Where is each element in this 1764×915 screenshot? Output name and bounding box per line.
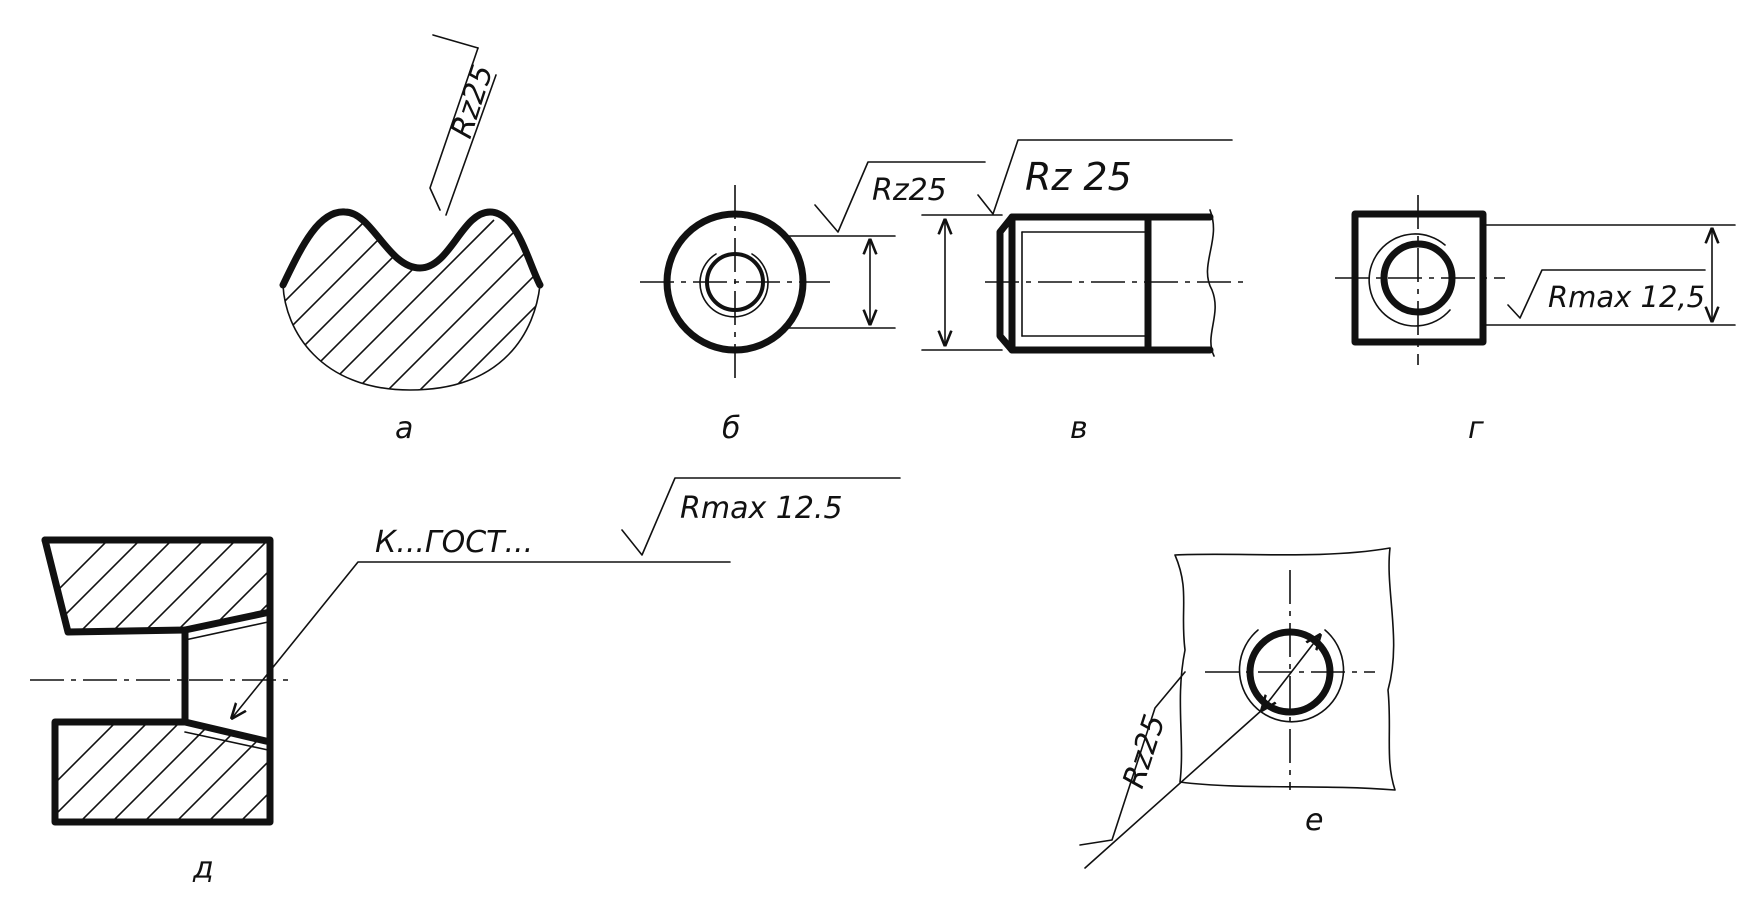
view-e-leader-line xyxy=(1084,709,1263,869)
view-g-thread-arc xyxy=(1368,233,1451,327)
view-v-roughness-label: Rz 25 xyxy=(1025,155,1132,199)
view-g-caption: г xyxy=(1468,411,1484,446)
view-v-roughness-sign xyxy=(977,139,1233,215)
view-a-roughness-sign xyxy=(429,47,479,211)
view-b-roughness-sign xyxy=(814,161,986,233)
view-b: Rz25 б xyxy=(640,161,986,446)
view-e-caption: е xyxy=(1305,803,1323,838)
view-g: Rmax 12,5 г xyxy=(1335,195,1736,446)
view-e-plate-outline xyxy=(1174,547,1396,791)
view-d: К...ГОСТ... Rmax 12.5 д xyxy=(30,477,901,886)
view-d-cone-bottom xyxy=(184,731,269,751)
view-b-thread-arc xyxy=(699,253,769,318)
view-d-roughness-sign xyxy=(621,477,901,556)
view-a: Rz25 а xyxy=(279,34,544,446)
view-e-thread-arc xyxy=(1238,629,1345,723)
view-a-section-outline xyxy=(282,284,541,391)
view-a-leader-line xyxy=(445,74,497,216)
view-a-tooth-profile xyxy=(279,208,544,289)
view-g-roughness-label: Rmax 12,5 xyxy=(1548,280,1705,314)
view-v-caption: в xyxy=(1070,411,1088,446)
view-d-leader-line xyxy=(232,561,731,718)
view-e-roughness-sign xyxy=(1079,671,1186,846)
view-v-body-outline xyxy=(996,213,1214,354)
view-a-roughness-bar xyxy=(432,34,479,49)
view-d-outline-b xyxy=(41,536,274,636)
view-g-roughness-sign xyxy=(1507,269,1706,319)
view-b-roughness-label: Rz25 xyxy=(872,173,947,208)
view-b-caption: б xyxy=(722,411,741,446)
view-d-cone-top xyxy=(184,621,269,641)
view-a-roughness-label: Rz25 xyxy=(444,61,500,143)
view-d-caption: д xyxy=(192,851,214,886)
view-e: Rz25 е xyxy=(1079,547,1396,869)
view-d-note: К...ГОСТ... xyxy=(375,525,533,560)
view-d-outline-a xyxy=(41,536,274,826)
view-e-dimension-line xyxy=(1262,635,1320,710)
view-v-break-line xyxy=(1206,209,1216,357)
view-v: Rz 25 в xyxy=(921,139,1250,446)
view-d-roughness-label: Rmax 12.5 xyxy=(680,491,843,526)
view-a-caption: а xyxy=(395,411,413,446)
view-e-roughness-label: Rz25 xyxy=(1116,711,1172,793)
